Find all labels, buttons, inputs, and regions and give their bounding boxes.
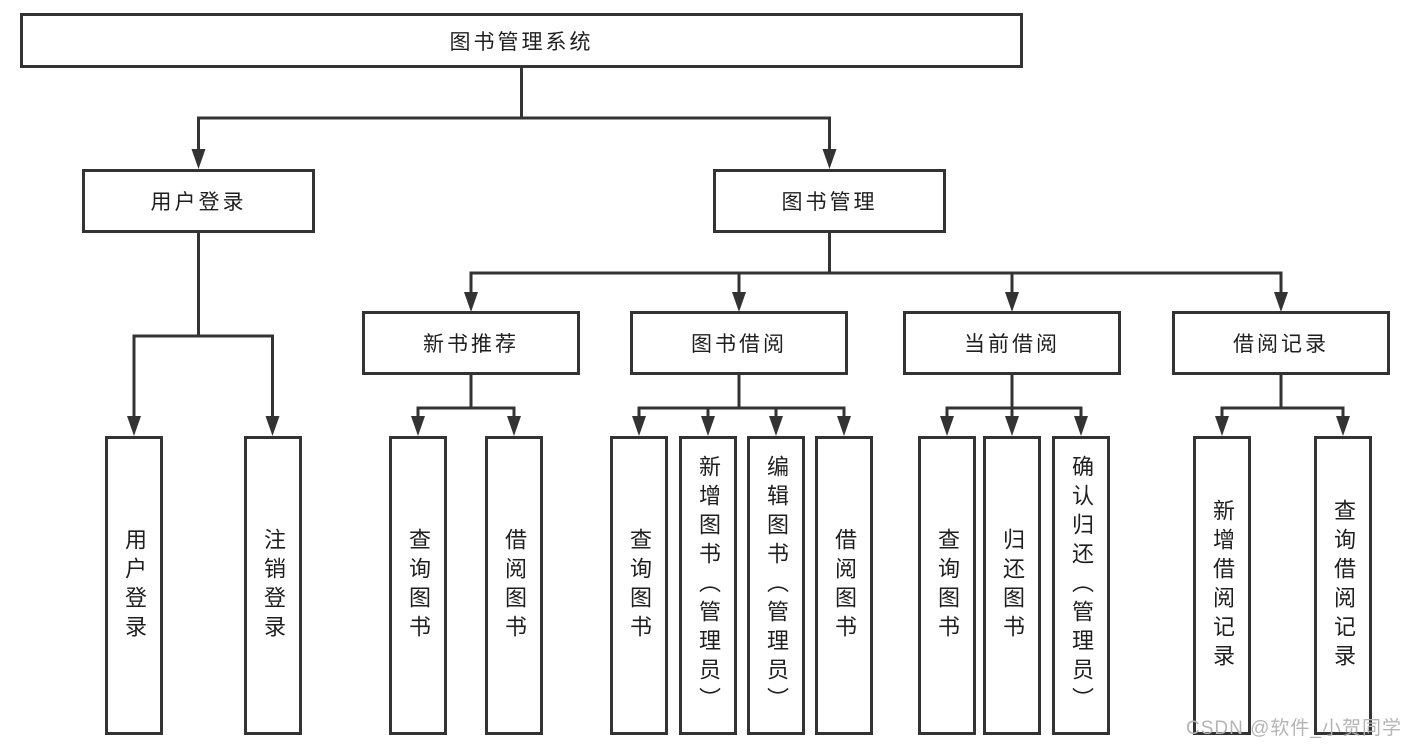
arrowhead [940,416,954,436]
node-root-library-system: 图书管理系统 [20,13,1023,68]
arrowhead [732,292,746,312]
node-borrow-records: 借阅记录 [1172,311,1390,375]
leaf-query-books-borrow: 查询图书 [610,436,668,735]
node-new-book-recommend: 新书推荐 [362,311,580,375]
node-book-borrow: 图书借阅 [630,311,848,375]
arrowhead [837,416,851,436]
leaf-user-login: 用户登录 [105,436,163,735]
arrowhead [464,292,478,312]
arrowhead [191,149,206,169]
arrowhead [507,416,521,436]
leaf-borrow-books-recommend: 借阅图书 [485,436,543,735]
leaf-return-books: 归还图书 [983,436,1041,735]
arrowhead [265,416,280,436]
arrowhead [701,416,715,436]
arrowhead [1005,292,1019,312]
leaf-query-borrow-record: 查询借阅记录 [1314,436,1372,735]
arrowhead [411,416,425,436]
arrowhead [769,416,783,436]
node-current-borrow: 当前借阅 [903,311,1121,375]
watermark: CSDN @软件_小贺同学 [1186,718,1402,739]
node-user-login: 用户登录 [82,169,315,233]
connector-book-borrow-children [632,375,851,436]
leaf-add-books-admin: 新增图书（管理员） [679,436,737,735]
leaf-confirm-return-admin: 确认归还（管理员） [1052,436,1110,735]
leaf-borrow-books: 借阅图书 [815,436,873,735]
leaf-logout: 注销登录 [244,436,302,735]
arrowhead [1074,416,1088,436]
connector-root-to-level2 [191,68,837,169]
connector-current-borrow-children [940,375,1088,436]
node-book-management: 图书管理 [713,169,946,233]
arrowhead [1215,416,1229,436]
leaf-edit-books-admin: 编辑图书（管理员） [747,436,805,735]
leaf-query-books-current: 查询图书 [918,436,976,735]
connector-book-management-children [464,233,1288,312]
arrowhead [1274,292,1288,312]
arrowhead [632,416,646,436]
arrowhead [127,416,141,436]
arrowhead [822,149,837,169]
connector-user-login-children [127,233,280,436]
leaf-add-borrow-record: 新增借阅记录 [1193,436,1251,735]
connector-new-book-recommend-children [411,375,521,436]
connector-borrow-records-children [1215,375,1350,436]
arrowhead [1005,416,1019,436]
arrowhead [1336,416,1350,436]
leaf-query-books-recommend: 查询图书 [389,436,447,735]
